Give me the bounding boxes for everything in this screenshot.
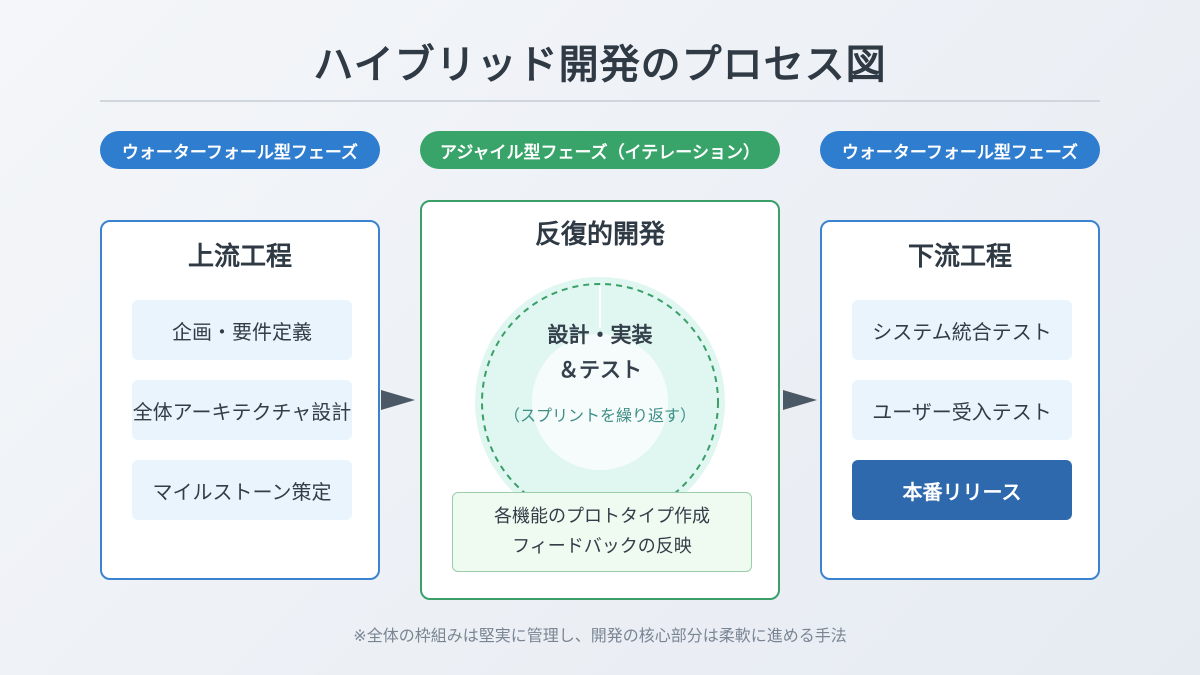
- arrow-right-icon: [783, 390, 817, 410]
- upstream-step-architecture: 全体アーキテクチャ設計: [132, 380, 352, 440]
- downstream-card: 下流工程 システム統合テスト ユーザー受入テスト 本番リリース: [820, 220, 1100, 580]
- phase-label-waterfall-right: ウォーターフォール型フェーズ: [820, 131, 1100, 169]
- cycle-label-line1: 設計・実装: [547, 323, 653, 347]
- arrow-right-icon: [381, 390, 415, 410]
- cycle-label: 設計・実装 ＆テスト: [422, 318, 778, 388]
- phase-label-agile: アジャイル型フェーズ（イテレーション）: [420, 131, 780, 169]
- downstream-title: 下流工程: [907, 242, 1012, 272]
- upstream-card: 上流工程 企画・要件定義 全体アーキテクチャ設計 マイルストーン策定: [100, 220, 380, 580]
- cycle-note: （スプリントを繰り返す）: [503, 406, 696, 425]
- upstream-step-milestone: マイルストーン策定: [132, 460, 352, 520]
- downstream-step-release: 本番リリース: [852, 460, 1072, 520]
- title-divider: [100, 100, 1100, 102]
- prototype-line2: フィードバックの反映: [512, 536, 692, 557]
- iteration-card: 反復的開発 設計・実装 ＆テスト （スプリントを繰り返す） 各機能のプロトタイプ…: [420, 200, 780, 600]
- upstream-title: 上流工程: [187, 242, 292, 272]
- iteration-title: 反復的開発: [534, 220, 665, 250]
- cycle-label-line2: ＆テスト: [558, 358, 642, 382]
- downstream-step-integration: システム統合テスト: [852, 300, 1072, 360]
- page-title: ハイブリッド開発のプロセス図: [313, 42, 887, 88]
- downstream-step-acceptance: ユーザー受入テスト: [852, 380, 1072, 440]
- phase-label-waterfall-left: ウォーターフォール型フェーズ: [100, 131, 380, 169]
- prototype-box: 各機能のプロトタイプ作成 フィードバックの反映: [452, 492, 752, 572]
- upstream-step-planning: 企画・要件定義: [132, 300, 352, 360]
- footnote: ※全体の枠組みは堅実に管理し、開発の核心部分は柔軟に進める手法: [353, 626, 847, 645]
- prototype-line1: 各機能のプロトタイプ作成: [494, 506, 710, 527]
